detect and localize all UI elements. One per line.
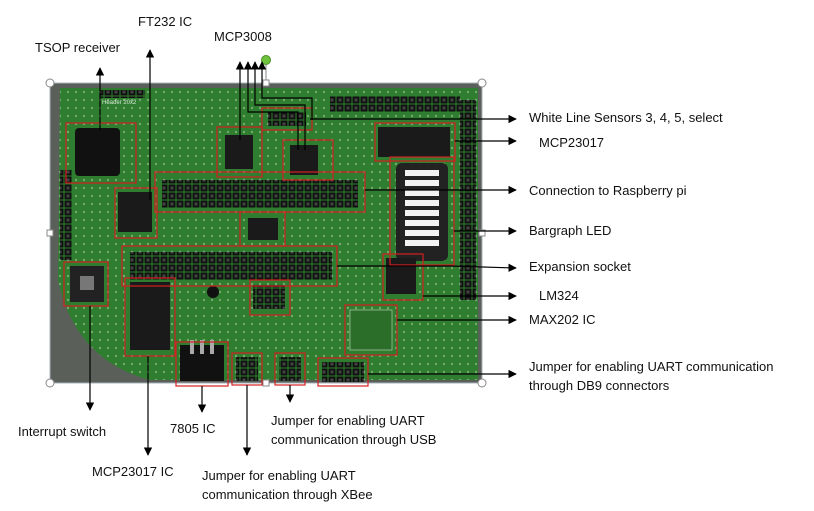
- label-mcp23017-right: MCP23017: [539, 135, 605, 150]
- label-max202: MAX202 IC: [529, 312, 596, 327]
- top-header-right: [330, 96, 460, 112]
- label-mcp23017-bottom: MCP23017 IC: [92, 464, 174, 479]
- label-mcp3008: MCP3008: [214, 29, 272, 44]
- label-usb-line2: communication through USB: [271, 432, 437, 447]
- label-expansion: Expansion socket: [529, 259, 631, 274]
- label-interrupt: Interrupt switch: [18, 424, 107, 439]
- ic7805-leg-1: [190, 340, 194, 354]
- mcp23017-chip-top: [378, 127, 450, 157]
- white-line-connector: [268, 112, 306, 126]
- label-lm324: LM324: [539, 288, 579, 303]
- label-db9-line1: Jumper for enabling UART communication: [529, 359, 774, 374]
- arrow-mcp3008-4: [257, 61, 313, 120]
- label-db9-line2: through DB9 connectors: [529, 378, 670, 393]
- raspberry-connector: [162, 180, 358, 208]
- mcp3008-chip-2: [290, 145, 318, 175]
- jumper-db9: [322, 362, 364, 382]
- label-usb: Jumper for enabling UART communication t…: [271, 411, 436, 449]
- label-white-line: White Line Sensors 3, 4, 5, select: [529, 110, 723, 125]
- tsop-component: [75, 128, 120, 176]
- label-7805: 7805 IC: [170, 421, 216, 436]
- mcp3008-chip: [225, 135, 253, 169]
- ft232-chip: [118, 192, 152, 232]
- left-header: [60, 170, 72, 260]
- ic7805-leg-3: [210, 340, 214, 354]
- label-ft232: FT232 IC: [138, 14, 193, 29]
- label-bargraph: Bargraph LED: [529, 223, 612, 238]
- label-xbee-line1: Jumper for enabling UART: [202, 468, 356, 483]
- arrow-mcp3008-2: [243, 61, 299, 150]
- bargraph-segments: [405, 170, 439, 246]
- jumper-usb: [279, 357, 301, 381]
- jumper-xbee: [236, 357, 258, 381]
- label-raspberry: Connection to Raspberry pi: [529, 183, 687, 198]
- label-tsop: TSOP receiver: [35, 40, 121, 55]
- label-db9: Jumper for enabling UART communication t…: [529, 357, 773, 395]
- mounting-hole: [207, 286, 219, 298]
- callout-arrows: [85, 49, 517, 456]
- arrow-expansion: [337, 263, 517, 272]
- interrupt-switch-button: [80, 276, 94, 290]
- middle-ic: [248, 218, 278, 240]
- ic7805-leg-2: [200, 340, 204, 354]
- jumper-block-mid: [253, 285, 285, 309]
- arrow-mcp3008-3: [250, 61, 306, 150]
- header-silkscreen: Header 20x2: [102, 100, 137, 106]
- expansion-connector: [130, 252, 332, 280]
- selection-frame: [45, 55, 487, 388]
- mcp23017-chip-bottom: [130, 282, 170, 350]
- top-header-left: [100, 90, 145, 98]
- label-xbee: Jumper for enabling UART communication t…: [202, 466, 373, 504]
- label-usb-line1: Jumper for enabling UART: [271, 413, 425, 428]
- right-header: [460, 100, 476, 300]
- max202-area: [349, 309, 393, 351]
- label-xbee-line2: communication through XBee: [202, 487, 373, 502]
- lm324-chip: [386, 258, 416, 294]
